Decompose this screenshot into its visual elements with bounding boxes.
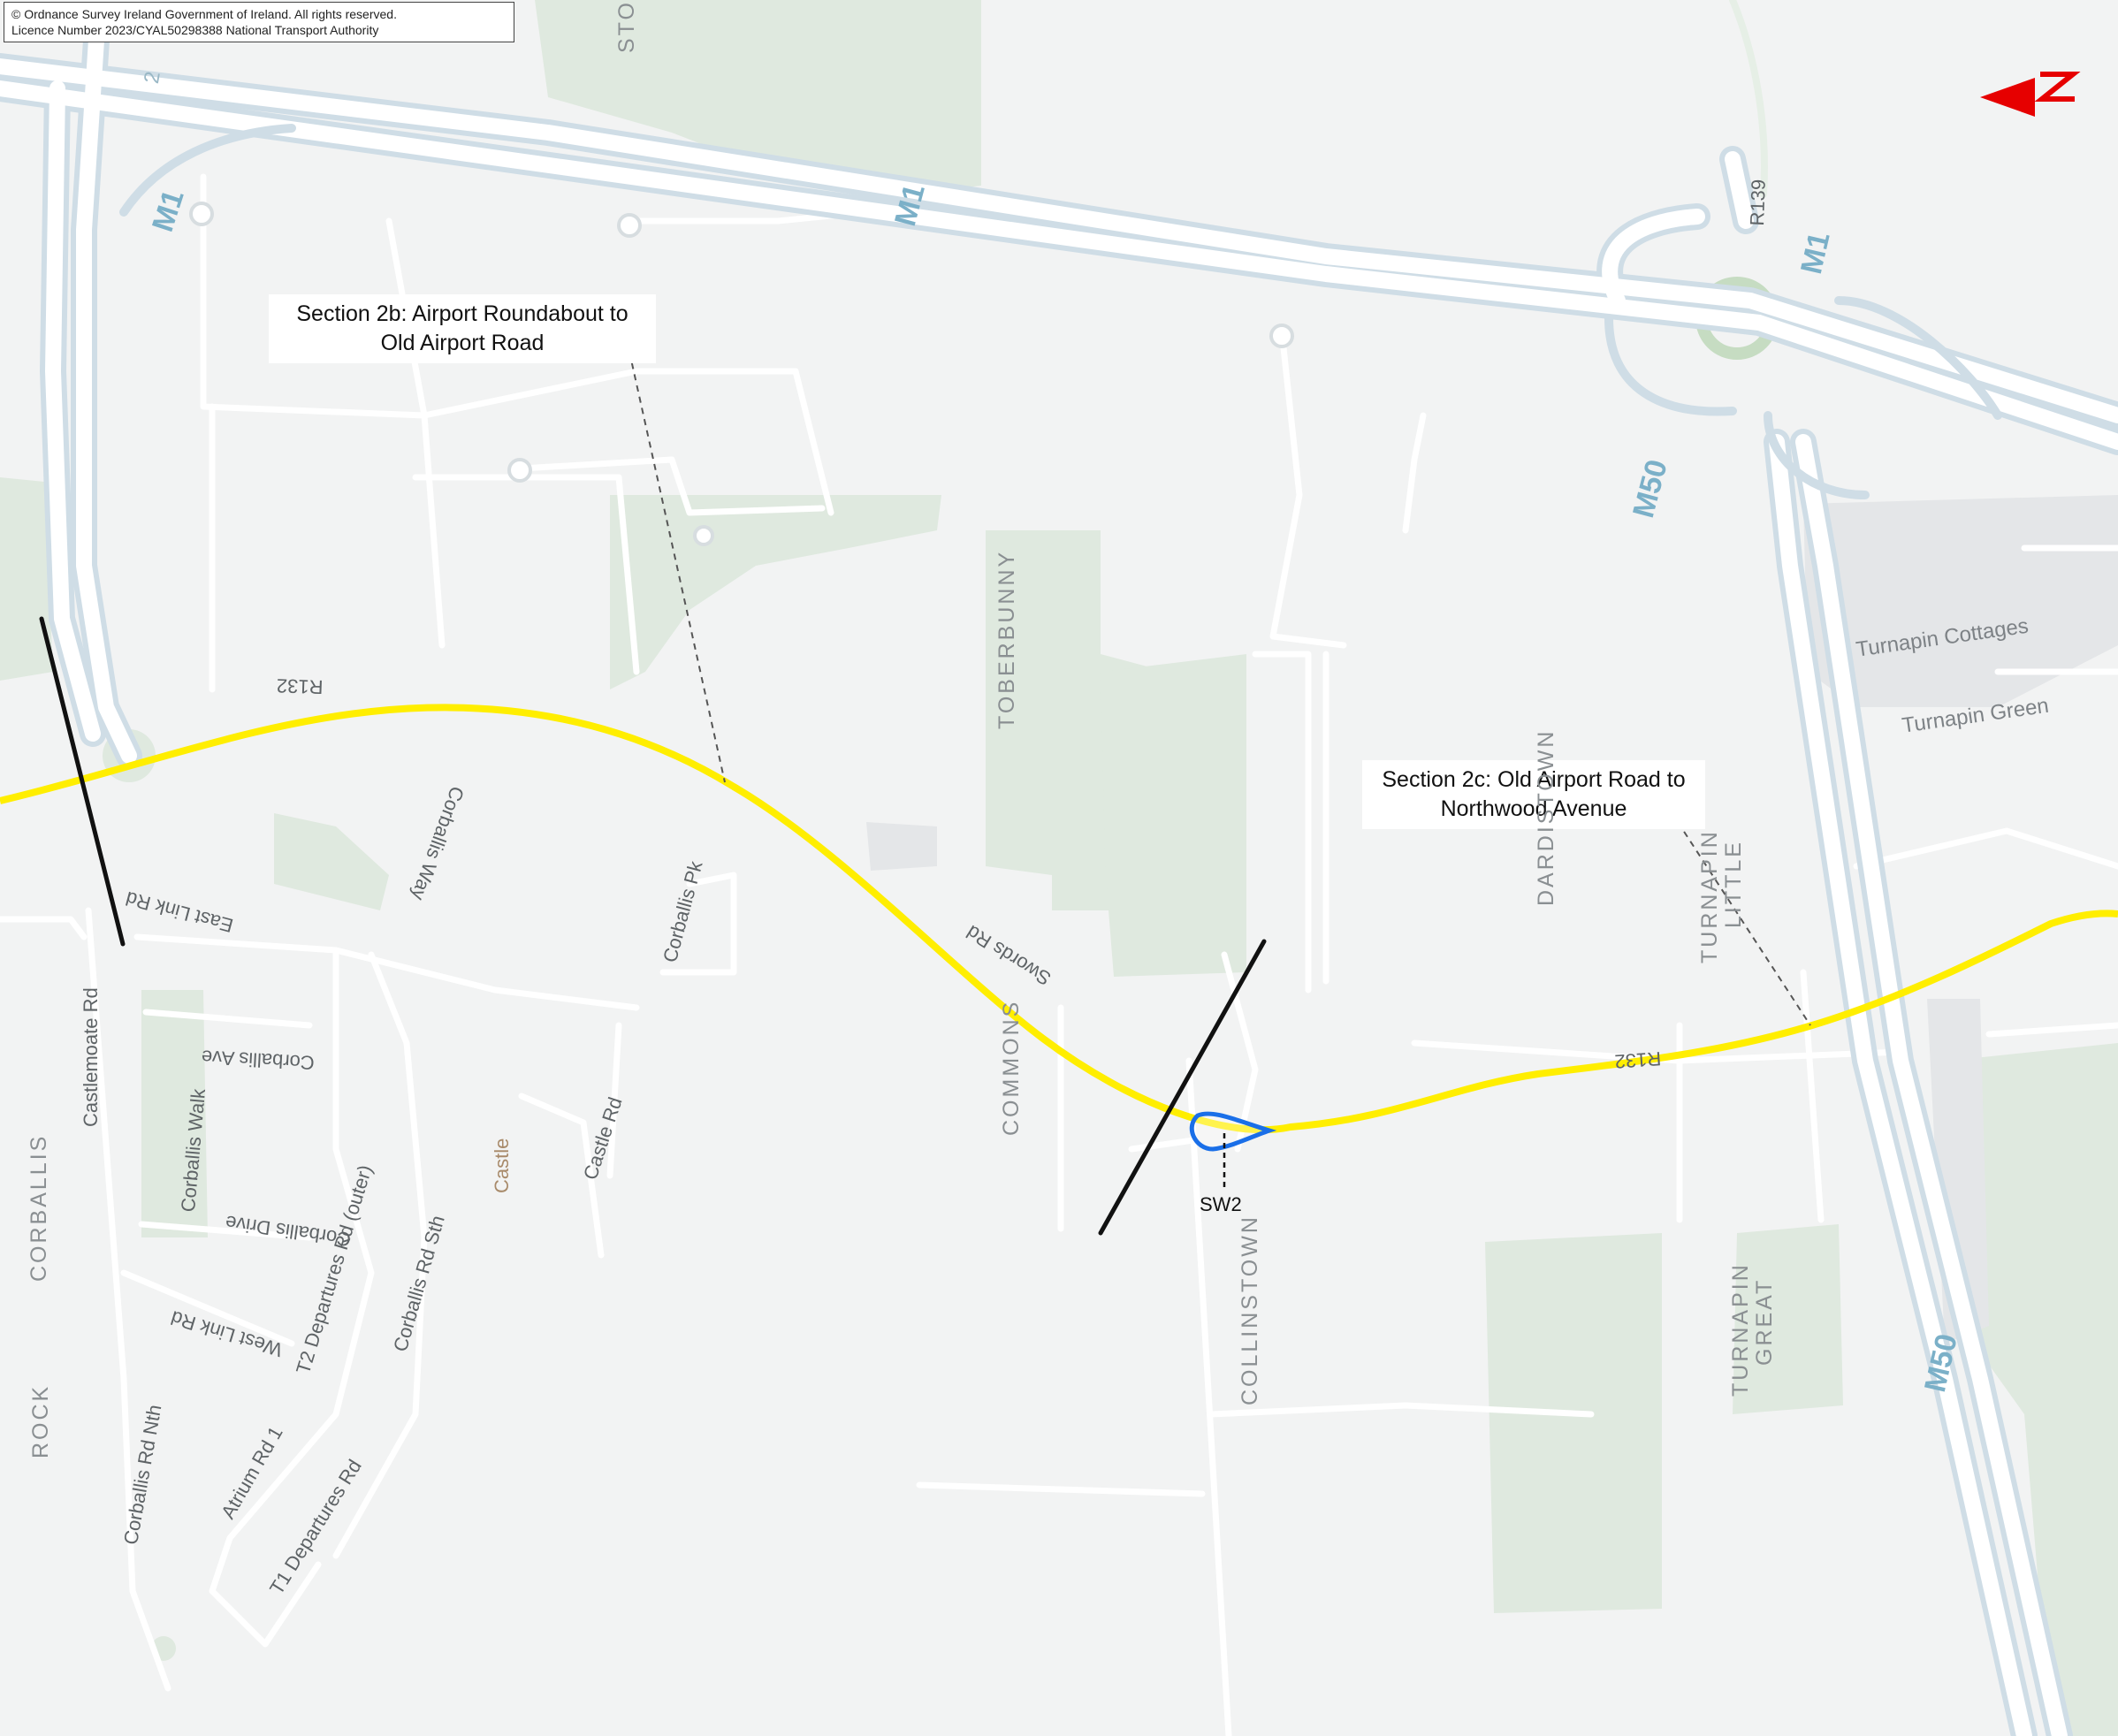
green-area-south — [1485, 1233, 1662, 1613]
label-castle: Castle — [491, 1138, 513, 1193]
label-r139: R139 — [1746, 179, 1770, 226]
local-roads — [0, 173, 2118, 1736]
label-rock: ROCK — [28, 1383, 53, 1458]
green-area-great — [1733, 1224, 1843, 1414]
copyright-line-2: Licence Number 2023/CYAL50298388 Nationa… — [11, 23, 379, 37]
sw2-label: SW2 — [1200, 1193, 1242, 1215]
callout-section-2b: Section 2b: Airport Roundabout to Old Ai… — [269, 294, 656, 363]
north-arrow — [1980, 72, 2081, 117]
sw2-feature-outline — [1189, 1111, 1277, 1152]
label-collinstown: COLLINSTOWN — [1238, 1214, 1262, 1405]
section-boundary-east — [1098, 939, 1267, 1236]
leader-section-2c — [1677, 821, 1811, 1026]
copyright-line-1: © Ordnance Survey Ireland Government of … — [11, 7, 397, 21]
green-area-way — [274, 813, 389, 910]
section-boundary-west — [39, 616, 126, 947]
label-turnapin-little-2: LITTLE — [1721, 840, 1746, 928]
green-area-collinstown-north — [1101, 654, 1246, 977]
green-area-corballis — [141, 990, 208, 1237]
green-area-east — [1949, 1043, 2118, 1736]
roundabouts — [189, 202, 1294, 546]
label-r132-east: R132 — [1613, 1047, 1662, 1073]
label-commons: COMMONS — [999, 999, 1024, 1136]
label-castlemoate-rd: Castlemoate Rd — [80, 987, 102, 1127]
leader-section-2b — [629, 351, 726, 783]
green-area-sto — [535, 0, 981, 199]
green-area-central — [610, 495, 941, 689]
label-turnapin-great-1: TURNAPIN — [1728, 1262, 1753, 1397]
section-boundaries — [39, 616, 1267, 1236]
green-area-west — [0, 477, 53, 681]
label-dardistown: DARDISTOWN — [1534, 728, 1558, 906]
label-corballis: CORBALLIS — [27, 1133, 51, 1282]
leader-lines — [629, 351, 1811, 1026]
callout-section-2c: Section 2c: Old Airport Road to Northwoo… — [1362, 760, 1705, 829]
label-turnapin-great-2: GREAT — [1752, 1277, 1777, 1366]
scheme-route — [0, 704, 2118, 1134]
copyright-notice: © Ordnance Survey Ireland Government of … — [4, 2, 514, 42]
label-tobberbunny: TOBERBUNNY — [994, 549, 1019, 729]
label-sto: STO — [614, 0, 639, 53]
label-r132-west: R132 — [276, 674, 324, 698]
label-turnapin-little-1: TURNAPIN — [1697, 829, 1722, 963]
